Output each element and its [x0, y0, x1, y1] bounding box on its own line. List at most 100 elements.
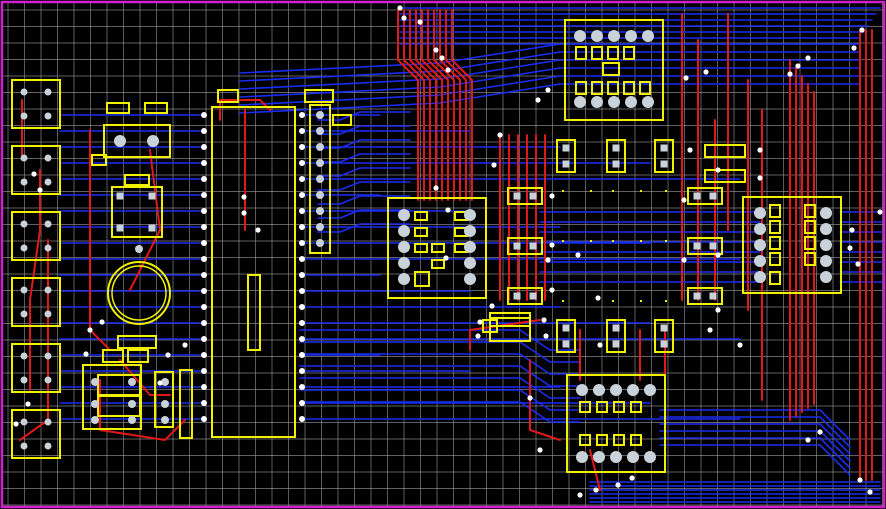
via	[683, 75, 689, 81]
pad	[20, 112, 28, 120]
square-pad	[529, 292, 537, 300]
bottom-trace	[239, 43, 861, 74]
pad	[91, 416, 99, 424]
pad	[591, 96, 603, 108]
via	[299, 160, 305, 166]
bottom-trace	[239, 75, 861, 106]
silk-outline	[804, 204, 816, 218]
via	[817, 429, 823, 435]
bottom-trace	[659, 423, 851, 455]
via	[715, 307, 721, 313]
bottom-trace	[299, 353, 581, 375]
via	[201, 352, 207, 358]
via	[443, 255, 449, 261]
silk-outline	[607, 46, 619, 60]
pad	[608, 30, 620, 42]
crystal-outline	[107, 261, 171, 325]
pad	[754, 207, 766, 219]
via	[99, 319, 105, 325]
silk-outline	[596, 434, 608, 446]
pad	[20, 418, 28, 426]
silk-outline	[144, 102, 168, 114]
top-trace	[219, 99, 271, 121]
pad	[128, 416, 136, 424]
silk-outline	[111, 186, 163, 238]
via	[757, 175, 763, 181]
via	[299, 112, 305, 118]
silk-marker	[590, 240, 592, 242]
top-trace	[451, 9, 473, 201]
silk-outline	[742, 196, 842, 294]
top-trace	[433, 9, 455, 201]
square-pad	[693, 192, 701, 200]
pad	[820, 223, 832, 235]
pad	[20, 88, 28, 96]
silk-outline	[11, 277, 61, 327]
silk-outline	[414, 211, 428, 221]
silk-outline	[654, 139, 674, 173]
pad	[754, 223, 766, 235]
top-trace	[421, 9, 443, 201]
via	[805, 55, 811, 61]
via	[31, 171, 37, 177]
via	[849, 227, 855, 233]
square-pad	[513, 192, 521, 200]
silk-outline	[431, 259, 445, 269]
pad	[398, 273, 410, 285]
silk-outline	[804, 220, 816, 234]
pad	[44, 88, 52, 96]
via	[299, 336, 305, 342]
via	[201, 160, 207, 166]
via	[629, 475, 635, 481]
silk-outline	[489, 317, 531, 327]
pad	[44, 220, 52, 228]
top-trace	[129, 149, 161, 291]
silk-outline	[630, 401, 642, 413]
square-pad	[562, 144, 570, 152]
via	[201, 368, 207, 374]
via	[201, 304, 207, 310]
via	[201, 240, 207, 246]
pad	[398, 225, 410, 237]
silk-outline	[556, 319, 576, 353]
square-pad	[562, 340, 570, 348]
top-trace	[409, 9, 431, 201]
square-pad	[148, 192, 156, 200]
silk-outline	[623, 46, 635, 60]
via	[201, 208, 207, 214]
pad	[316, 159, 324, 167]
via	[401, 15, 407, 21]
via	[13, 421, 19, 427]
silk-outline	[769, 236, 781, 250]
pad	[91, 400, 99, 408]
silk-marker	[562, 190, 564, 192]
via	[201, 288, 207, 294]
silk-outline	[769, 204, 781, 218]
via	[299, 256, 305, 262]
via	[201, 192, 207, 198]
pad	[608, 96, 620, 108]
silk-outline	[127, 349, 149, 363]
pad	[161, 400, 169, 408]
via	[37, 187, 43, 193]
silk-marker	[612, 300, 614, 302]
bottom-trace	[239, 67, 861, 98]
square-pad	[693, 242, 701, 250]
square-pad	[513, 292, 521, 300]
silk-outline	[579, 434, 591, 446]
pad	[316, 143, 324, 151]
silk-marker	[665, 240, 667, 242]
top-trace	[427, 9, 449, 201]
silk-outline	[102, 349, 124, 363]
silk-outline	[91, 154, 107, 166]
pad	[398, 241, 410, 253]
square-pad	[116, 192, 124, 200]
via	[255, 227, 261, 233]
silk-outline	[11, 409, 61, 459]
via	[593, 487, 599, 493]
square-pad	[148, 224, 156, 232]
silk-marker	[640, 190, 642, 192]
bottom-trace	[299, 365, 581, 387]
silk-outline	[630, 434, 642, 446]
pad	[44, 244, 52, 252]
